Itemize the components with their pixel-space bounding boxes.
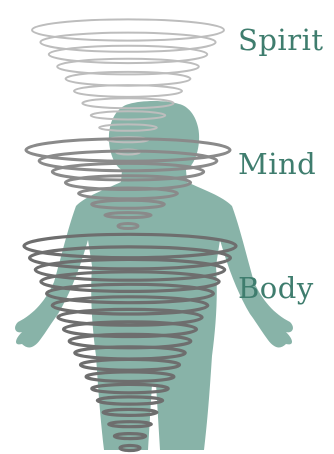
spirit-ring-6 (74, 85, 182, 97)
spirit-label: Spirit (238, 26, 324, 55)
spirit-ring-1 (32, 19, 224, 40)
body-label: Body (238, 274, 314, 303)
spirit-ring-3 (49, 46, 207, 63)
mind-label: Mind (238, 150, 316, 179)
